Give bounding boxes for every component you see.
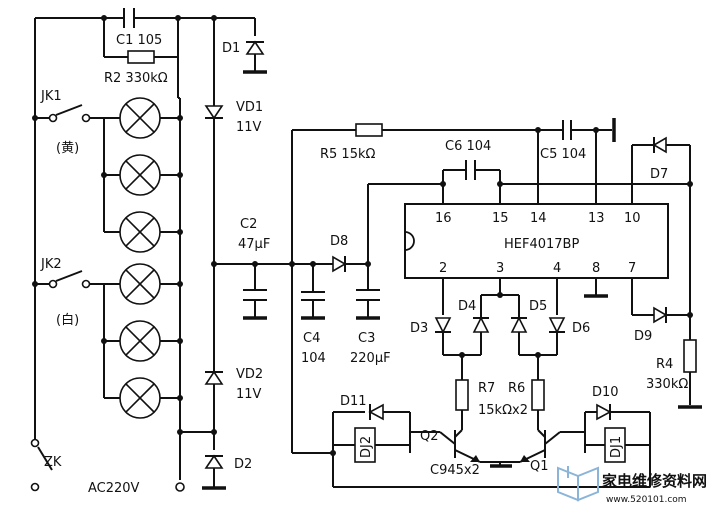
label-d6: D6 [572, 321, 590, 336]
label-d9: D9 [634, 329, 652, 344]
label-r5: R5 15kΩ [320, 147, 376, 162]
label-d11: D11 [340, 394, 367, 409]
label-c2: C2 [240, 217, 257, 232]
label-pin15: 15 [492, 211, 509, 226]
label-d3: D3 [410, 321, 428, 336]
label-pin8: 8 [592, 261, 600, 276]
label-ac220v: AC220V [88, 481, 140, 496]
label-pin14: 14 [530, 211, 547, 226]
lamp [119, 154, 161, 196]
label-r6: R6 [508, 381, 525, 396]
ac-input-section [30, 8, 217, 492]
label-r4: R4 [656, 357, 673, 372]
label-c3: C3 [358, 331, 375, 346]
site-watermark: 家电维修资料网 www.520101.com [557, 466, 707, 505]
watermark-url: www.520101.com [606, 495, 687, 505]
ic-hef4017 [404, 130, 669, 315]
label-vd1-voltage: 11V [236, 120, 262, 135]
label-q1: Q1 [530, 459, 549, 474]
label-pin10: 10 [624, 211, 641, 226]
label-c945: C945x2 [430, 463, 480, 478]
label-c1: C1 105 [116, 33, 162, 48]
label-d7: D7 [650, 167, 668, 182]
capacitor-c6 [368, 160, 693, 187]
label-c5: C5 104 [540, 147, 586, 162]
book-logo-icon [557, 466, 599, 502]
relay-driver-section [292, 403, 651, 488]
diode-matrix [434, 292, 566, 430]
label-d4: D4 [458, 299, 476, 314]
label-c4: C4 [303, 331, 320, 346]
lamp [119, 97, 161, 139]
label-d5: D5 [529, 299, 547, 314]
label-jk1: JK1 [40, 89, 62, 104]
label-r4-value: 330kΩ [646, 377, 688, 392]
label-r7: R7 [478, 381, 495, 396]
label-r2: R2 330kΩ [104, 71, 168, 86]
label-dj1: DJ1 [609, 436, 624, 458]
label-pin4: 4 [553, 261, 561, 276]
label-pin7: 7 [628, 261, 636, 276]
label-c4-value: 104 [301, 351, 326, 366]
label-d8: D8 [330, 234, 348, 249]
label-zk: ZK [44, 455, 62, 470]
label-vd2: VD2 [236, 367, 263, 382]
lamp [119, 320, 161, 362]
lamp-group-white [101, 283, 183, 399]
label-dj2: DJ2 [359, 436, 374, 458]
label-vd1: VD1 [236, 100, 263, 115]
label-pin16: 16 [435, 211, 452, 226]
label-d10: D10 [592, 385, 619, 400]
label-white: (白) [56, 312, 79, 328]
watermark-title: 家电维修资料网 [602, 472, 707, 490]
label-vd2-voltage: 11V [236, 387, 262, 402]
label-c6: C6 104 [445, 139, 491, 154]
label-yellow: (黄) [56, 141, 79, 156]
label-jk2: JK2 [40, 257, 62, 272]
label-pin2: 2 [439, 261, 447, 276]
label-r67-value: 15kΩx2 [478, 403, 528, 418]
lamp [119, 377, 161, 419]
label-c2-value: 47μF [238, 237, 270, 252]
lamp [119, 211, 161, 253]
label-d2: D2 [234, 457, 252, 472]
label-pin13: 13 [588, 211, 605, 226]
label-d1: D1 [222, 41, 240, 56]
label-c3-value: 220μF [350, 351, 391, 366]
label-pin3: 3 [496, 261, 504, 276]
feedback-section [632, 136, 702, 409]
lamp-group-yellow [101, 117, 183, 233]
component-labels: C1 105 R2 330kΩ D1 VD1 11V JK1 (黄) JK2 (… [40, 33, 688, 496]
label-q2: Q2 [420, 429, 439, 444]
power-supply-section [179, 17, 616, 490]
label-ic-name: HEF4017BP [504, 237, 579, 252]
lamp [119, 263, 161, 305]
